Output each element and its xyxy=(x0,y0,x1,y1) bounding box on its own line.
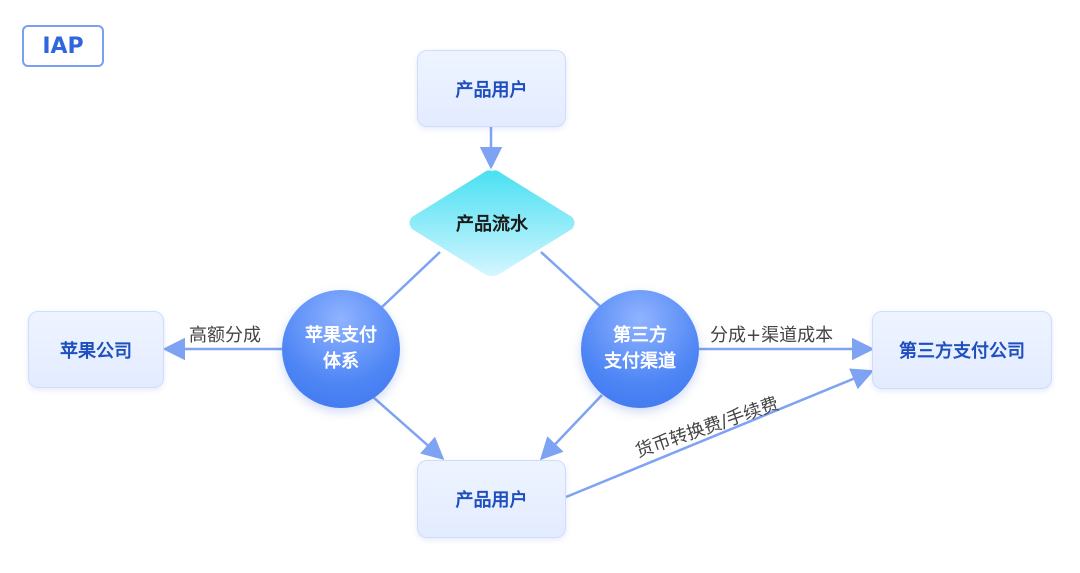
apple-pay-system-circle: 苹果支付 体系 xyxy=(282,290,400,408)
diamond-shape xyxy=(409,170,575,276)
third-share-label: 分成+渠道成本 xyxy=(710,325,834,346)
third-party-channel-line2: 支付渠道 xyxy=(604,351,676,372)
product-user-bottom-box: 产品用户 xyxy=(417,460,566,538)
product-flow-label: 产品流水 xyxy=(456,214,528,235)
arrow-user-to-third-company xyxy=(565,368,875,499)
product-flow-diamond: 产品流水 xyxy=(406,167,578,279)
apple-pay-system-line1: 苹果支付 xyxy=(305,325,377,346)
third-party-company-box: 第三方支付公司 xyxy=(872,311,1052,389)
line-flow-to-apple xyxy=(381,251,441,308)
third-party-channel-circle: 第三方 支付渠道 xyxy=(581,290,699,408)
apple-pay-system-line2: 体系 xyxy=(323,351,359,372)
line-flow-to-third xyxy=(540,251,602,308)
iap-tag: IAP xyxy=(22,25,104,67)
apple-company-box: 苹果公司 xyxy=(28,311,164,388)
arrow-third-to-user xyxy=(539,394,603,461)
apple-share-label: 高额分成 xyxy=(189,325,261,346)
product-user-top-box: 产品用户 xyxy=(417,50,566,127)
arrow-apple-to-user xyxy=(372,396,445,460)
third-party-channel-line1: 第三方 xyxy=(613,325,667,346)
